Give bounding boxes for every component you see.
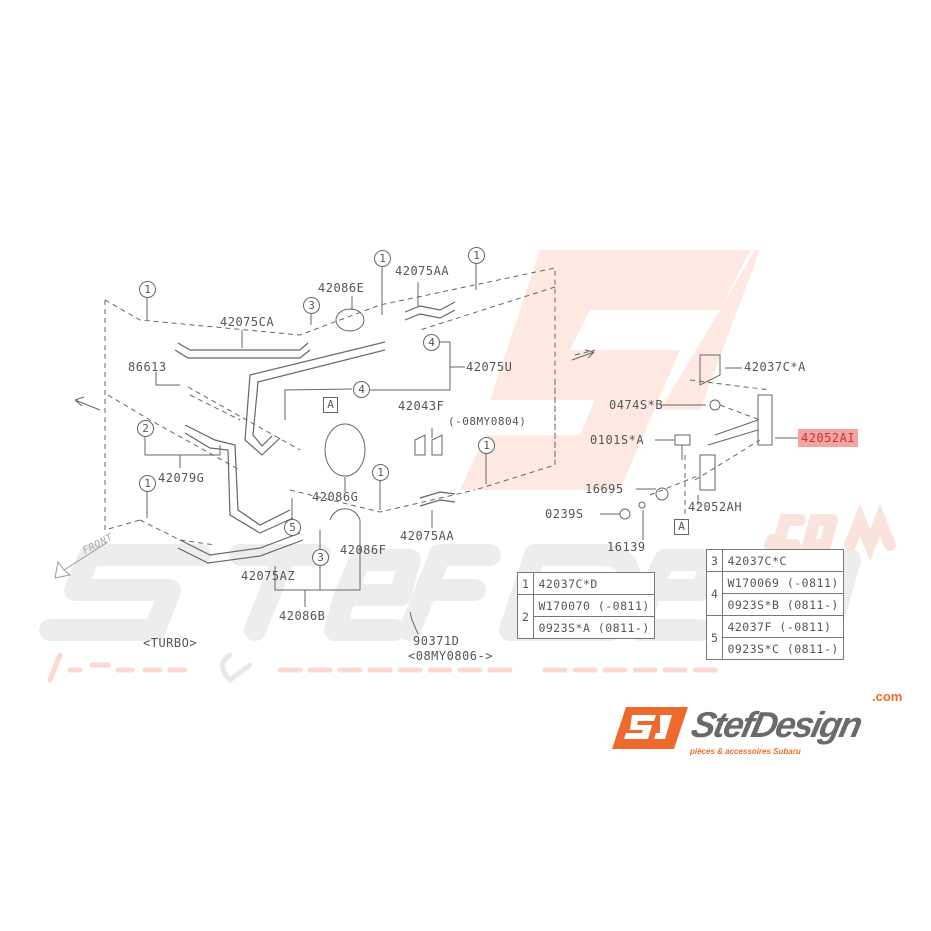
part-label-16695[interactable]: 16695 <box>585 482 624 496</box>
front-arrow-icon <box>54 541 109 579</box>
legend-row: 0923S*C (0811-) <box>707 637 844 660</box>
legend-ref: 1 <box>516 572 535 595</box>
part-label-42075AZ[interactable]: 42075AZ <box>241 569 296 583</box>
part-label-0101S-A[interactable]: 0101S*A <box>590 433 645 447</box>
part-label-42037C-A[interactable]: 42037C*A <box>744 360 806 374</box>
legend-row: 0923S*B (0811-) <box>707 593 844 616</box>
part-label-0474S-B[interactable]: 0474S*B <box>609 398 664 412</box>
direction-arrow-right-icon <box>571 349 595 361</box>
ref-box-A: A <box>323 397 338 413</box>
legend-ref: 4 <box>705 571 724 616</box>
part-label-42079G[interactable]: 42079G <box>158 471 205 485</box>
logo-brand-name: StefDesign <box>687 704 865 745</box>
ref-circle-5: 5 <box>284 519 301 536</box>
ref-circle-1: 1 <box>374 250 391 267</box>
legend-part[interactable]: 0923S*C (0811-) <box>722 637 844 660</box>
part-label-90371D[interactable]: 90371D <box>413 634 460 648</box>
ref-circle-1: 1 <box>468 247 485 264</box>
ref-circle-2: 2 <box>137 420 154 437</box>
ref-circle-1: 1 <box>372 464 389 481</box>
ref-circle-1: 1 <box>139 281 156 298</box>
part-label-42086E[interactable]: 42086E <box>318 281 365 295</box>
legend-ref: 5 <box>705 615 724 660</box>
legend-part[interactable]: 42037C*C <box>722 549 844 572</box>
logo-tagline: pièces & accessoires Subaru <box>690 747 801 756</box>
ref-circle-3: 3 <box>312 549 329 566</box>
part-label-42052AI-highlighted[interactable]: 42052AI <box>798 429 859 447</box>
part-label-42075U[interactable]: 42075U <box>466 360 513 374</box>
direction-arrow-left-icon <box>74 396 101 411</box>
part-label-42086B[interactable]: 42086B <box>279 609 326 623</box>
legend-part[interactable]: 0923S*B (0811-) <box>722 593 844 616</box>
part-note-90371D: <08MY0806-> <box>408 649 493 663</box>
leader-lines <box>144 264 798 635</box>
part-label-16139[interactable]: 16139 <box>607 540 646 554</box>
legend-row: 0923S*A (0811-) <box>518 616 655 639</box>
logo-domain: .com <box>872 689 903 704</box>
part-note-42043F: (-08MY0804) <box>448 415 527 428</box>
ref-circle-1: 1 <box>478 437 495 454</box>
part-label-42086F[interactable]: 42086F <box>340 543 387 557</box>
ref-circle-4: 4 <box>423 334 440 351</box>
ref-circle-4: 4 <box>353 381 370 398</box>
legend-part[interactable]: 42037C*D <box>533 572 655 595</box>
legend-ref: 3 <box>705 549 724 572</box>
hoses <box>174 301 456 564</box>
part-label-86613[interactable]: 86613 <box>128 360 167 374</box>
ref-circle-1: 1 <box>139 475 156 492</box>
watermark-sj-logo <box>460 250 760 490</box>
dashed-guides <box>104 267 771 546</box>
legend-part[interactable]: W170070 (-0811) <box>533 594 655 617</box>
legend-ref: 2 <box>516 594 535 639</box>
components <box>324 308 773 521</box>
legend-part[interactable]: W170069 (-0811) <box>722 571 844 594</box>
watermark-tagline-shape <box>47 652 718 684</box>
part-label-42075CA[interactable]: 42075CA <box>220 315 275 329</box>
part-label-0239S[interactable]: 0239S <box>545 507 584 521</box>
part-label-42075AA-bottom[interactable]: 42075AA <box>400 529 455 543</box>
part-label-42043F[interactable]: 42043F <box>398 399 445 413</box>
part-label-42086G[interactable]: 42086G <box>312 490 359 504</box>
legend-part[interactable]: 0923S*A (0811-) <box>533 616 655 639</box>
stefdesign-logo-icon <box>612 707 688 749</box>
ref-circle-3: 3 <box>303 297 320 314</box>
part-label-42052AH[interactable]: 42052AH <box>688 500 743 514</box>
part-label-42075AA-top[interactable]: 42075AA <box>395 264 450 278</box>
watermark-domain-shape <box>764 503 896 562</box>
legend-part[interactable]: 42037F (-0811) <box>722 615 844 638</box>
ref-box-A: A <box>674 519 689 535</box>
turbo-label: <TURBO> <box>143 636 198 650</box>
